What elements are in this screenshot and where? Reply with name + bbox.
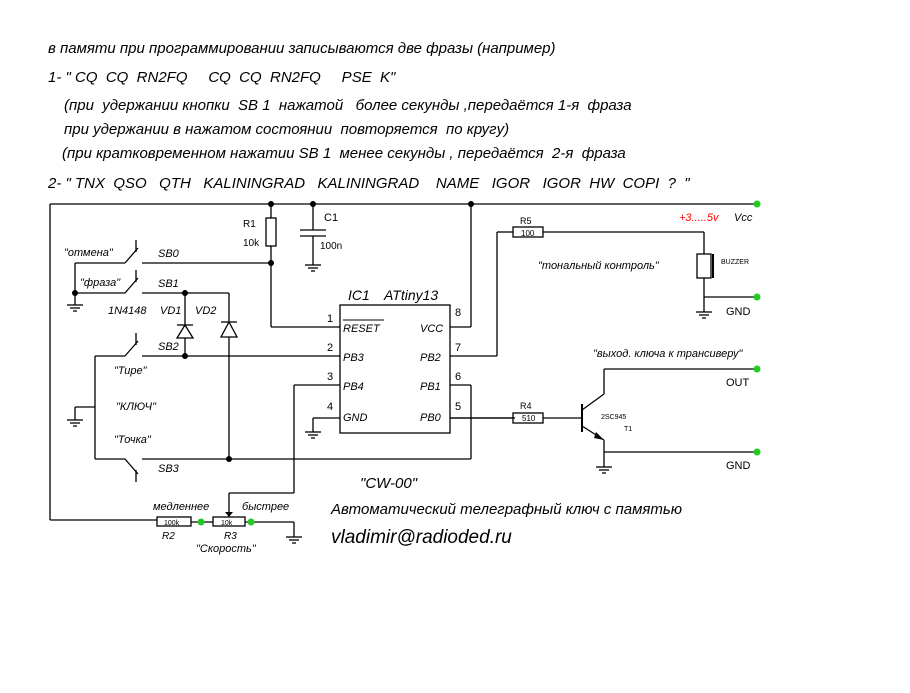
buzzer	[696, 232, 761, 319]
transistor-t1	[581, 365, 761, 474]
sb0-label: "отмена"	[64, 247, 114, 259]
tone-label: "тональный контроль"	[538, 260, 660, 272]
ic-pin-wires	[228, 204, 515, 515]
pin-7-number: 7	[455, 342, 461, 354]
c1-name: C1	[324, 212, 338, 224]
r2-value: 100k	[164, 520, 180, 527]
r5-value: 100	[521, 229, 535, 238]
pin-8-number: 8	[455, 307, 461, 319]
intro-line-6: 2- " TNX QSO QTH KALININGRAD KALININGRAD…	[47, 175, 690, 192]
t1-name: T1	[624, 426, 632, 433]
speed-label: "Скорость"	[196, 543, 257, 555]
diode-vd1	[175, 290, 195, 359]
r4-name: R4	[520, 401, 532, 411]
key-label: "КЛЮЧ"	[116, 401, 157, 413]
dash-label: "Тире"	[114, 365, 148, 377]
dot-label: "Точка"	[114, 434, 152, 446]
intro-line-3: (при удержании кнопки SB 1 нажатой более…	[64, 97, 632, 114]
sb1-name: SB1	[158, 278, 179, 290]
intro-line-5: (при кратковременном нажатии SB 1 менее …	[62, 145, 626, 162]
schematic-title: Автоматический телеграфный ключ с память…	[330, 501, 682, 518]
pin-pb2-label: PB2	[420, 352, 441, 364]
resistor-r4	[450, 412, 582, 424]
gnd-out-label: GND	[726, 460, 751, 472]
switch-sb3	[95, 458, 471, 482]
sb1-label: "фраза"	[80, 277, 121, 289]
c1-value: 100n	[320, 241, 342, 252]
pin-5-number: 5	[455, 401, 461, 413]
vcc-word-label: Vcc	[734, 212, 753, 224]
sb3-name: SB3	[158, 463, 180, 475]
pin-pb4-label: PB4	[343, 381, 364, 393]
buzzer-name: BUZZER	[721, 259, 749, 266]
diode-vd2	[219, 293, 239, 462]
author-email: vladimir@radioded.ru	[331, 527, 512, 548]
potentiometer-r3	[212, 512, 302, 544]
r5-name: R5	[520, 216, 532, 226]
switch-sb2	[95, 333, 340, 357]
vd2-name: VD2	[195, 305, 216, 317]
intro-line-4: при удержании в нажатом состоянии повтор…	[64, 121, 509, 138]
r1-name: R1	[243, 219, 256, 230]
vcc-voltage-label: +3.....5v	[679, 212, 720, 224]
ic1-name: IC1	[348, 287, 370, 303]
switch-sb0	[75, 240, 271, 264]
vcc-terminal	[753, 200, 761, 208]
intro-line-1: в памяти при программировании записывают…	[48, 40, 556, 57]
pin-pb1-label: PB1	[420, 381, 441, 393]
pin-4-number: 4	[327, 401, 333, 413]
ic1-type: ATtiny13	[383, 287, 438, 303]
gnd-buzzer-label: GND	[726, 306, 751, 318]
slower-label: медленнее	[153, 501, 209, 513]
pin-pb3-label: PB3	[343, 352, 365, 364]
pin-pb0-label: PB0	[420, 412, 442, 424]
pin-1-number: 1	[327, 313, 333, 325]
diode-type: 1N4148	[108, 305, 147, 317]
ic1-attiny13	[339, 304, 451, 434]
r2-name: R2	[162, 531, 175, 542]
resistor-r2	[156, 516, 213, 527]
sb2-name: SB2	[158, 341, 179, 353]
resistor-r5	[497, 226, 704, 238]
output-note: "выход. ключа к трансиверу"	[593, 348, 744, 360]
capacitor-c1	[300, 204, 326, 272]
r3-name: R3	[224, 531, 237, 542]
pin-6-number: 6	[455, 371, 461, 383]
project-name: "CW-00"	[360, 475, 418, 492]
r1-value: 10k	[243, 238, 260, 249]
key-common	[67, 356, 96, 459]
r4-value: 510	[522, 414, 536, 423]
pin-vcc-label: VCC	[420, 323, 443, 335]
pin-reset-label: RESET	[343, 323, 381, 335]
pin-2-number: 2	[327, 342, 333, 354]
vcc-rail	[49, 200, 761, 521]
faster-label: быстрее	[242, 501, 289, 513]
pin-3-number: 3	[327, 371, 333, 383]
r3-value: 10k	[221, 520, 233, 527]
out-label: OUT	[726, 377, 750, 389]
t1-type: 2SC945	[601, 414, 626, 421]
sb0-name: SB0	[158, 248, 180, 260]
pin-gnd-label: GND	[343, 412, 368, 424]
vd1-name: VD1	[160, 305, 181, 317]
intro-line-2: 1- " CQ CQ RN2FQ CQ CQ RN2FQ PSE K"	[48, 69, 396, 86]
